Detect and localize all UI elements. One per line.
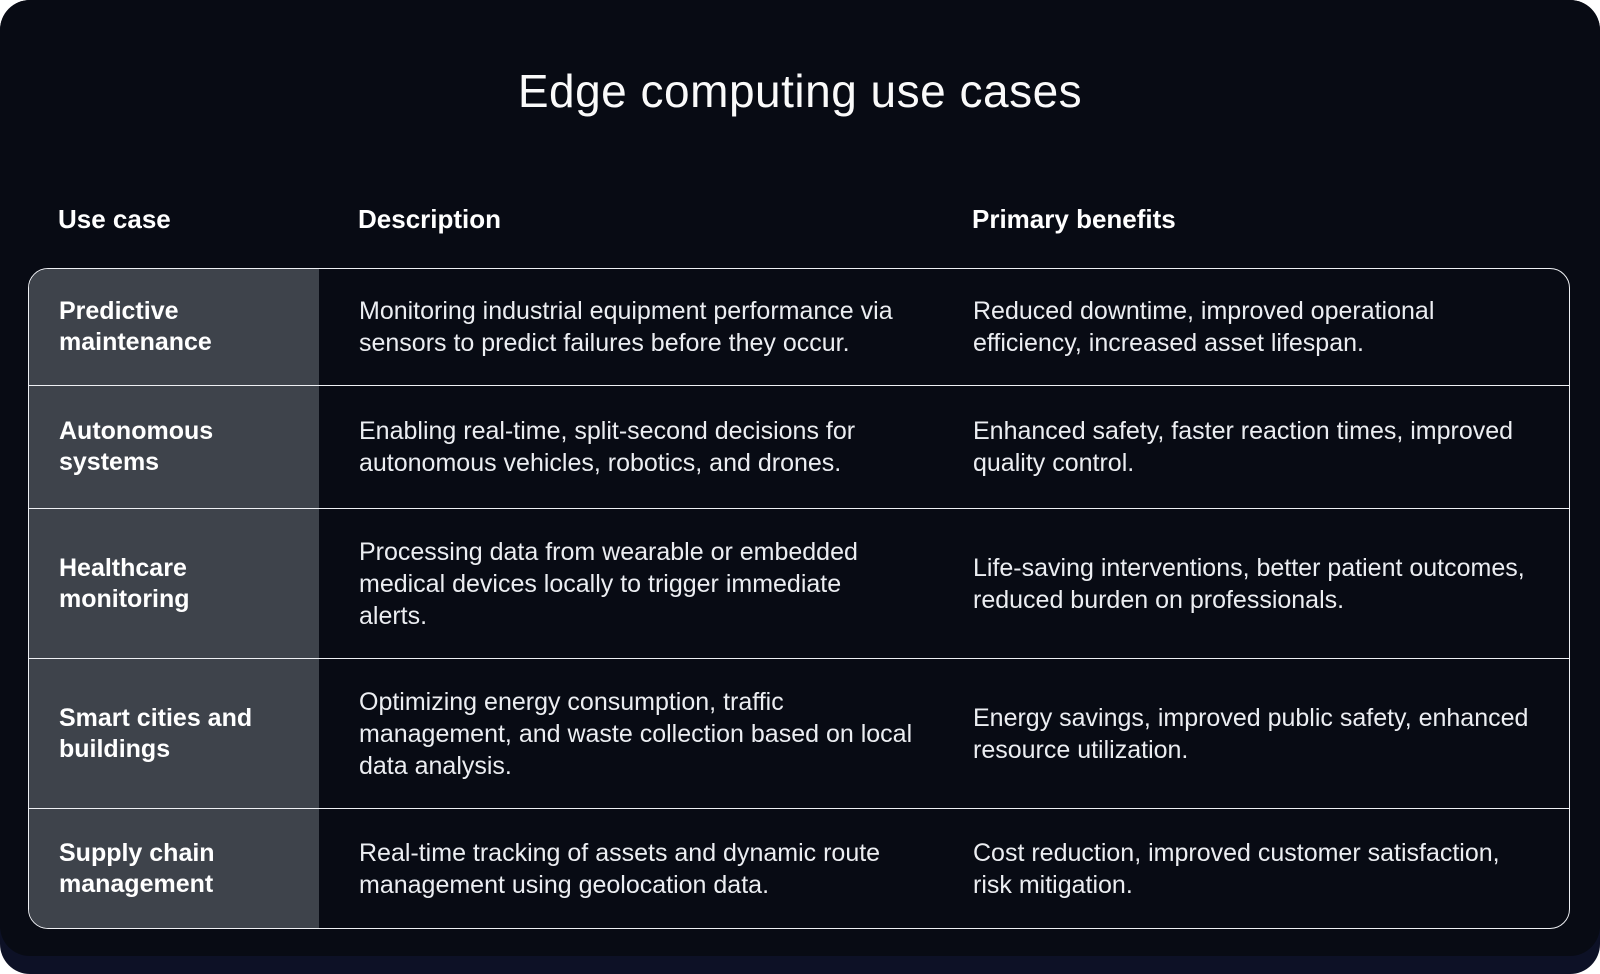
benefits-text: Cost reduction, improved customer satisf… [973, 838, 1500, 899]
use-case-cell: Healthcare monitoring [29, 509, 319, 658]
description-text: Real-time tracking of assets and dynamic… [359, 838, 881, 899]
benefits-cell: Life-saving interventions, better patien… [936, 509, 1569, 658]
benefits-text: Energy savings, improved public safety, … [973, 703, 1529, 764]
use-case-cell: Smart cities and buildings [29, 659, 319, 808]
description-text: Optimizing energy consumption, traffic m… [359, 687, 913, 780]
use-case-cell: Predictive maintenance [29, 269, 319, 385]
table-row-healthcare-monitoring: Healthcare monitoring Processing data fr… [29, 508, 1569, 658]
benefits-cell: Reduced downtime, improved operational e… [936, 269, 1569, 385]
description-cell: Enabling real-time, split-second decisio… [319, 386, 936, 508]
benefits-cell: Enhanced safety, faster reaction times, … [936, 386, 1569, 508]
use-case-label: Supply chain management [59, 838, 215, 898]
use-case-cell: Autonomous systems [29, 386, 319, 508]
use-case-cell: Supply chain management [29, 809, 319, 928]
description-text: Processing data from wearable or embedde… [359, 537, 858, 630]
description-text: Monitoring industrial equipment performa… [359, 297, 893, 357]
table-row-smart-cities-and-buildings: Smart cities and buildings Optimizing en… [29, 658, 1569, 808]
use-case-label: Smart cities and buildings [59, 703, 253, 763]
description-text: Enabling real-time, split-second decisio… [359, 417, 856, 477]
description-cell: Real-time tracking of assets and dynamic… [319, 809, 936, 928]
benefits-text: Reduced downtime, improved operational e… [973, 297, 1435, 357]
column-header-primary-benefits: Primary benefits [972, 204, 1176, 234]
table-row-supply-chain-management: Supply chain management Real-time tracki… [29, 808, 1569, 928]
table-row-predictive-maintenance: Predictive maintenance Monitoring indust… [29, 269, 1569, 385]
use-case-label: Predictive maintenance [59, 297, 212, 356]
page-title: Edge computing use cases [517, 65, 1083, 117]
description-cell: Optimizing energy consumption, traffic m… [319, 659, 936, 808]
column-header-description: Description [358, 204, 502, 234]
use-case-label: Autonomous systems [59, 417, 214, 476]
description-cell: Monitoring industrial equipment performa… [319, 269, 936, 385]
benefits-text: Enhanced safety, faster reaction times, … [973, 417, 1514, 477]
use-cases-table: Predictive maintenance Monitoring indust… [28, 268, 1570, 929]
column-header-use-case: Use case [58, 204, 171, 234]
benefits-cell: Cost reduction, improved customer satisf… [936, 809, 1569, 928]
table-header-row: Use case Description Primary benefits [28, 204, 1570, 235]
use-case-label: Healthcare monitoring [59, 553, 190, 613]
description-cell: Processing data from wearable or embedde… [319, 509, 936, 658]
benefits-cell: Energy savings, improved public safety, … [936, 659, 1569, 808]
table-row-autonomous-systems: Autonomous systems Enabling real-time, s… [29, 385, 1569, 508]
benefits-text: Life-saving interventions, better patien… [973, 553, 1525, 614]
